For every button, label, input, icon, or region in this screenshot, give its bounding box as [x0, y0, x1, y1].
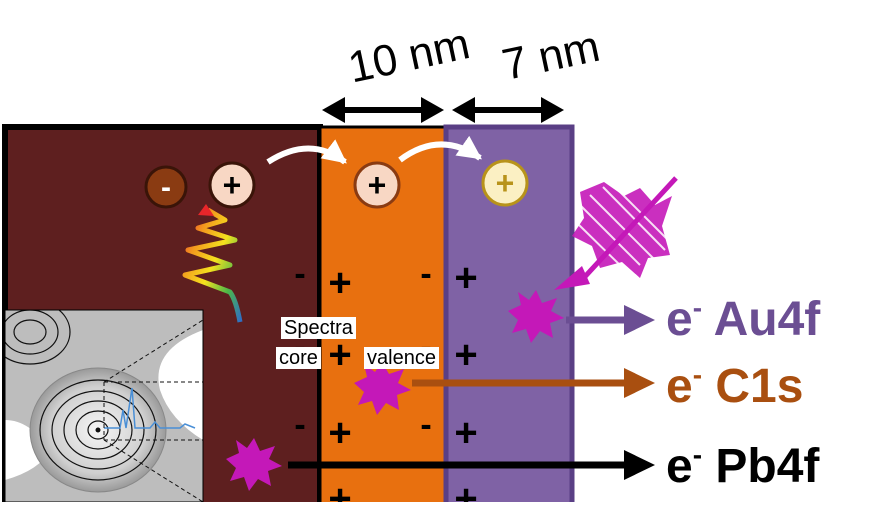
dimension-label-7nm: 7 nm: [498, 22, 604, 90]
spectra-title-label: Spectra: [281, 317, 356, 339]
hole-transfer-arrow-1: [266, 139, 347, 165]
spectra-core-label: core: [276, 347, 321, 369]
svg-text:+: +: [328, 333, 351, 377]
electron-circle: -: [144, 165, 188, 209]
svg-text:+: +: [496, 165, 515, 201]
emission-arrow-au4f: [566, 305, 655, 335]
burst-pb4f: [226, 438, 282, 491]
hole-circle-middle: +: [353, 161, 401, 209]
svg-text:+: +: [454, 256, 477, 300]
svg-text:+: +: [328, 411, 351, 455]
emission-label-c1s: e- C1s: [666, 359, 803, 413]
svg-text:+: +: [328, 477, 351, 502]
svg-text:-: -: [420, 406, 431, 444]
dimension-arrow-7nm: [452, 97, 564, 123]
svg-text:-: -: [161, 171, 171, 204]
svg-text:+: +: [328, 261, 351, 305]
burst-c1s: [354, 362, 411, 415]
spectra-valence-label: valence: [364, 347, 439, 369]
emission-label-pb4f: e- Pb4f: [666, 439, 820, 493]
hole-circle-top: +: [481, 159, 529, 207]
svg-text:-: -: [294, 255, 305, 293]
dimension-label-10nm: 10 nm: [344, 19, 474, 92]
svg-text:+: +: [368, 167, 387, 203]
svg-text:+: +: [454, 333, 477, 377]
emission-arrow-pb4f: [288, 450, 655, 480]
photon-wave-icon: [182, 204, 243, 323]
burst-au4f: [508, 290, 564, 343]
hole-circle-substrate: +: [208, 161, 256, 209]
svg-text:-: -: [294, 406, 305, 444]
svg-text:+: +: [223, 167, 242, 203]
svg-text:+: +: [454, 477, 477, 502]
dimension-arrow-10nm: [322, 97, 444, 123]
emission-label-au4f: e- Au4f: [666, 292, 821, 346]
svg-text:-: -: [420, 255, 431, 293]
svg-text:+: +: [454, 411, 477, 455]
emission-arrow-c1s: [412, 368, 655, 398]
xray-beam-icon: [554, 176, 678, 290]
hole-transfer-arrow-2: [398, 135, 482, 163]
pore-inset: [5, 310, 203, 502]
